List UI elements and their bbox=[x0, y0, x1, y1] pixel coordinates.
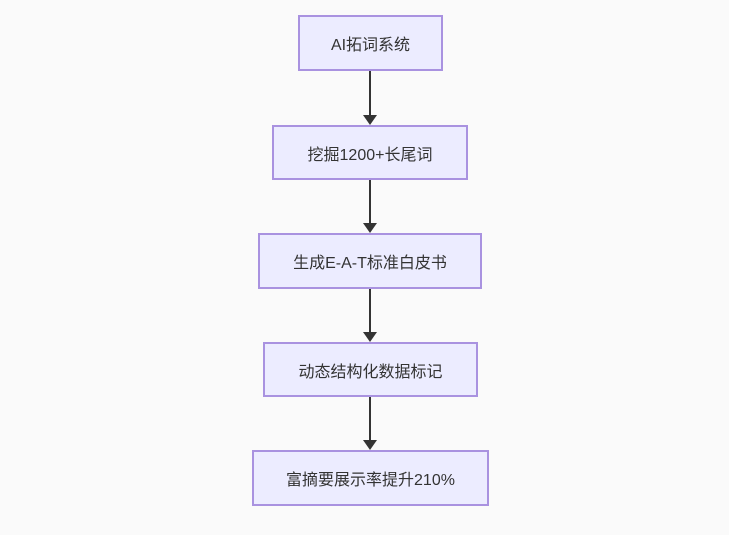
node-label: 富摘要展示率提升210% bbox=[286, 472, 455, 489]
arrow-head-icon bbox=[363, 440, 377, 450]
node-label: 生成E-A-T标准白皮书 bbox=[293, 255, 447, 272]
arrow-head-icon bbox=[363, 223, 377, 233]
flowchart-node-rich-snippet-rate: 富摘要展示率提升210% bbox=[252, 450, 489, 506]
node-label: 挖掘1200+长尾词 bbox=[307, 146, 433, 164]
flowchart-node-longtail-keywords: 挖掘1200+长尾词 bbox=[272, 125, 468, 180]
arrow-line bbox=[369, 180, 371, 223]
flow-arrow-1 bbox=[363, 71, 377, 125]
arrow-head-icon bbox=[363, 332, 377, 342]
flowchart-node-ai-word-expansion-system: AI拓词系统 bbox=[298, 15, 443, 71]
arrow-line bbox=[369, 289, 371, 332]
flowchart-node-eat-whitepaper: 生成E-A-T标准白皮书 bbox=[258, 233, 482, 289]
flowchart-node-structured-data-markup: 动态结构化数据标记 bbox=[263, 342, 478, 397]
arrow-head-icon bbox=[363, 115, 377, 125]
flow-arrow-2 bbox=[363, 180, 377, 233]
flow-arrow-3 bbox=[363, 289, 377, 342]
arrow-line bbox=[369, 71, 371, 115]
node-label: 动态结构化数据标记 bbox=[298, 363, 443, 381]
arrow-line bbox=[369, 397, 371, 440]
node-label: AI拓词系统 bbox=[330, 37, 411, 54]
flow-arrow-4 bbox=[363, 397, 377, 450]
